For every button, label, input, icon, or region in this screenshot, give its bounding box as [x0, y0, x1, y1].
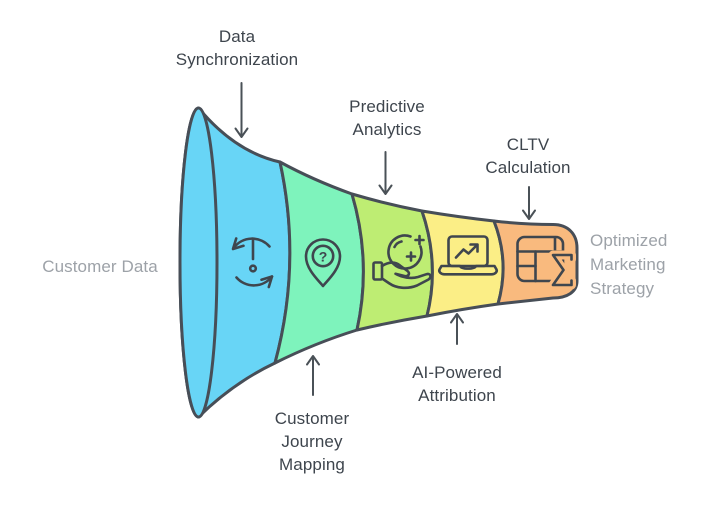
pointer-arrows	[234, 82, 536, 396]
laptop-chart-icon	[437, 235, 499, 276]
stage-shape-ai-powered-attribution	[420, 209, 505, 318]
stage-shape-customer-journey-mapping	[273, 160, 365, 365]
question-mark-glyph: ?	[319, 249, 328, 265]
arrow-cltv-calculation	[522, 186, 536, 220]
label-ai-powered-attribution: AI-Powered Attribution	[412, 363, 502, 405]
arrow-data-synchronization	[234, 82, 249, 138]
label-funnel-output: Optimized Marketing Strategy	[590, 231, 668, 298]
arrow-ai-powered-attribution	[450, 313, 464, 345]
arrow-predictive-analytics	[378, 151, 393, 195]
label-data-synchronization: Data Synchronization	[175, 27, 299, 69]
map-pin-question-icon: ?	[304, 238, 342, 288]
label-customer-journey-mapping: Customer Journey Mapping	[274, 409, 350, 474]
stage-icons: ?	[231, 234, 576, 290]
label-predictive-analytics: Predictive Analytics	[349, 97, 425, 139]
table-sigma-icon	[516, 235, 576, 290]
hand-sphere-plus-icon	[372, 234, 432, 290]
sync-icon	[231, 237, 274, 289]
arrow-customer-journey-mapping	[306, 355, 320, 396]
funnel-mouth-rim	[178, 106, 219, 419]
label-funnel-input: Customer Data	[42, 257, 158, 276]
label-cltv-calculation: CLTV Calculation	[485, 135, 571, 177]
